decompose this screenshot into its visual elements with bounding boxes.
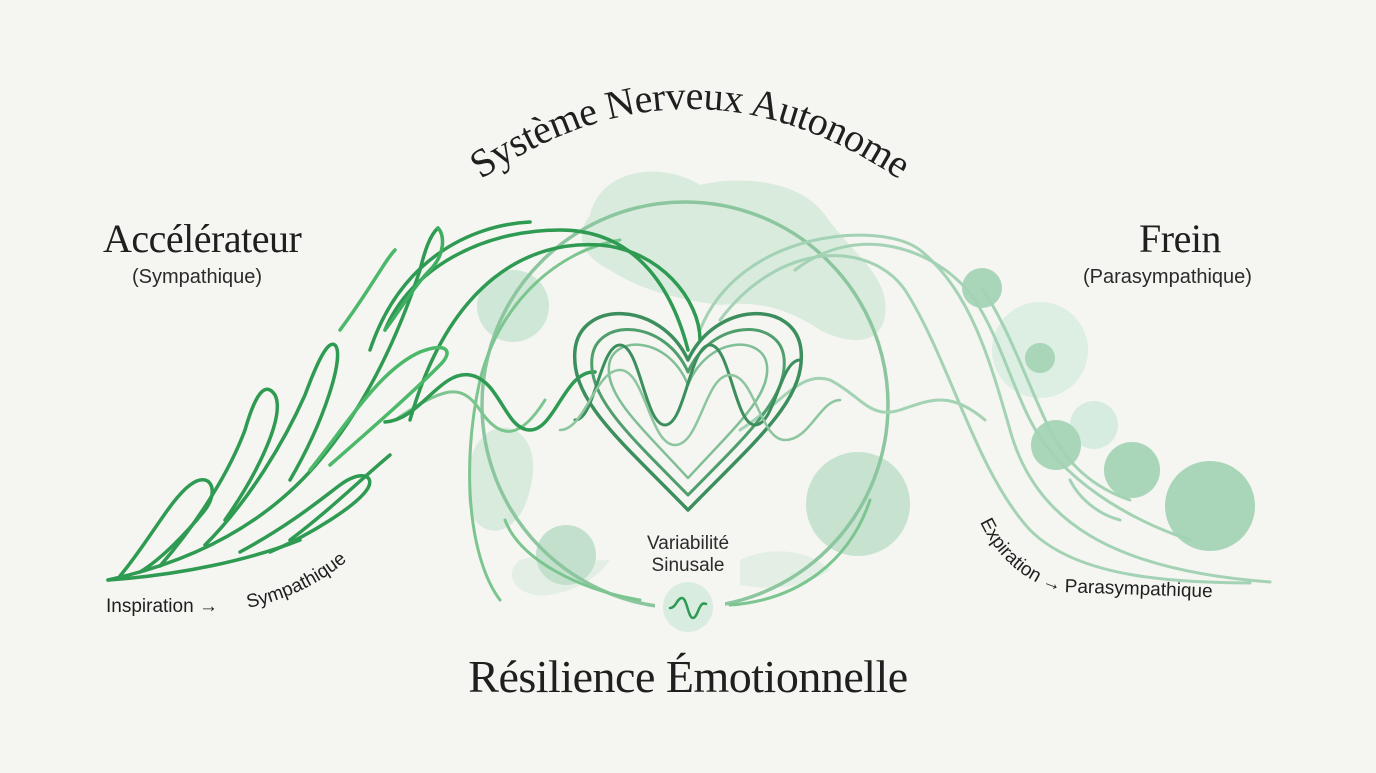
sine-wave-icon xyxy=(668,596,708,620)
accelerator-subtitle: (Sympathique) xyxy=(132,266,263,288)
bubble-icon xyxy=(1165,461,1255,551)
parasympathetic-curves xyxy=(698,233,1272,585)
bubble-icon xyxy=(1025,343,1055,373)
hrv-label: Variabilité Sinusale xyxy=(600,533,776,577)
brake-title: Frein xyxy=(1139,216,1221,261)
background-blobs xyxy=(467,171,886,596)
hrv-label-line1: Variabilité xyxy=(646,533,730,554)
bubble-icon xyxy=(1070,401,1118,449)
hrv-label-line2: Sinusale xyxy=(651,555,725,576)
arc-title: Système Nerveux Autonome xyxy=(461,73,918,187)
bubble-icon xyxy=(1104,442,1160,498)
bubble-icon xyxy=(806,452,910,556)
inspiration-curve-label: Sympathique xyxy=(244,548,350,613)
brake-subtitle: (Parasympathique) xyxy=(1083,266,1252,288)
leaf-branch-icon xyxy=(106,226,449,582)
hrv-badge xyxy=(663,582,713,632)
heart-icon xyxy=(558,311,842,512)
accelerator-title: Accélérateur xyxy=(103,216,302,261)
bottom-title: Résilience Émotionnelle xyxy=(468,651,908,702)
inspiration-label: Inspiration → xyxy=(106,596,218,617)
